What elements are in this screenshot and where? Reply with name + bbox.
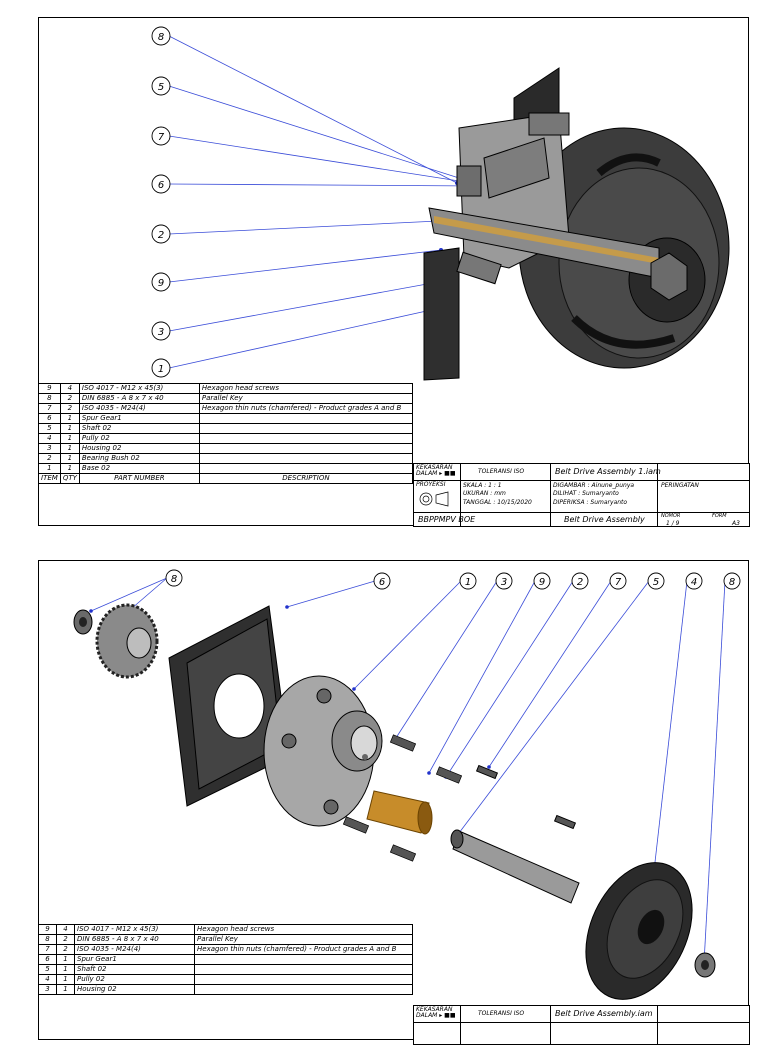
balloon-label: 2 — [577, 577, 583, 588]
balloon-3 — [151, 321, 171, 341]
balloon-9 — [151, 272, 171, 292]
balloon-label: 8 — [729, 577, 735, 588]
balloon-label: 3 — [501, 577, 507, 588]
tolerance-label: TOLERANSI ISO — [478, 1010, 525, 1017]
title-block: KEKASARAN DALAM ▸ ■■ TOLERANSI ISO Belt … — [413, 1005, 750, 1045]
organization: BBPPMPV BOE — [418, 515, 476, 524]
balloon-6 — [151, 174, 171, 194]
roughness-label: KEKASARAN DALAM ▸ ■■ — [416, 1006, 456, 1019]
balloon-1 — [151, 358, 171, 378]
balloon-label: 6 — [158, 180, 164, 191]
sheet-number: 1 / 9 — [666, 520, 680, 527]
balloon-label: 9 — [539, 577, 545, 588]
section-view-drawing: 8 5 7 6 2 9 3 1 — [151, 26, 730, 381]
balloon-5 — [151, 76, 171, 96]
scale-label: SKALA : 1 : 1 — [463, 482, 502, 489]
title-block: KEKASARAN DALAM ▸ ■■ TOLERANSI ISO Belt … — [413, 463, 750, 527]
balloon-2 — [151, 224, 171, 244]
approved-by: DIPERIKSA : Sumaryanto — [553, 499, 628, 506]
balloon-label: 3 — [158, 327, 164, 338]
projection-label: PROYEKSI — [416, 481, 446, 488]
balloon-label: 2 — [158, 230, 164, 241]
balloon-label: 7 — [158, 132, 165, 143]
warning-label: PERINGATAN — [661, 482, 699, 489]
date-label: TANGGAL : 10/15/2020 — [463, 499, 532, 506]
balloon-label: 1 — [158, 364, 164, 375]
tolerance-label: TOLERANSI ISO — [478, 468, 525, 475]
file-name: Belt Drive Assembly.iam — [555, 1009, 653, 1018]
drawing-title: Belt Drive Assembly — [564, 515, 645, 524]
balloon-label: 4 — [691, 577, 697, 588]
form-size: A3 — [732, 520, 740, 527]
balloon-7 — [151, 126, 171, 146]
exploded-view-drawing: 8 6 1 3 9 2 7 5 4 8 — [73, 569, 741, 1000]
balloon-label: 1 — [465, 577, 471, 588]
unit-label: UKURAN : mm — [463, 490, 506, 497]
number-label: NOMOR — [661, 513, 681, 519]
projection-symbol-icon — [419, 491, 449, 507]
form-label: FORM — [712, 513, 727, 519]
balloon-8 — [151, 26, 171, 46]
balloon-label: 9 — [158, 278, 164, 289]
exploded-parts-graphic — [73, 603, 716, 1000]
drawn-by: DIGAMBAR : Ainune_punya — [553, 482, 635, 489]
roughness-label: KEKASARAN DALAM ▸ ■■ — [416, 464, 456, 477]
file-name: Belt Drive Assembly 1.iam — [555, 467, 661, 476]
balloon-label: 8 — [158, 32, 164, 43]
balloon-label: 8 — [171, 574, 177, 585]
balloon-label: 7 — [615, 577, 622, 588]
balloon-label: 5 — [653, 577, 659, 588]
balloon-label: 5 — [158, 82, 164, 93]
balloon-label: 6 — [379, 577, 385, 588]
assembly-section-graphic — [423, 67, 730, 381]
checked-by: DILIHAT : Sumaryanto — [553, 490, 619, 497]
